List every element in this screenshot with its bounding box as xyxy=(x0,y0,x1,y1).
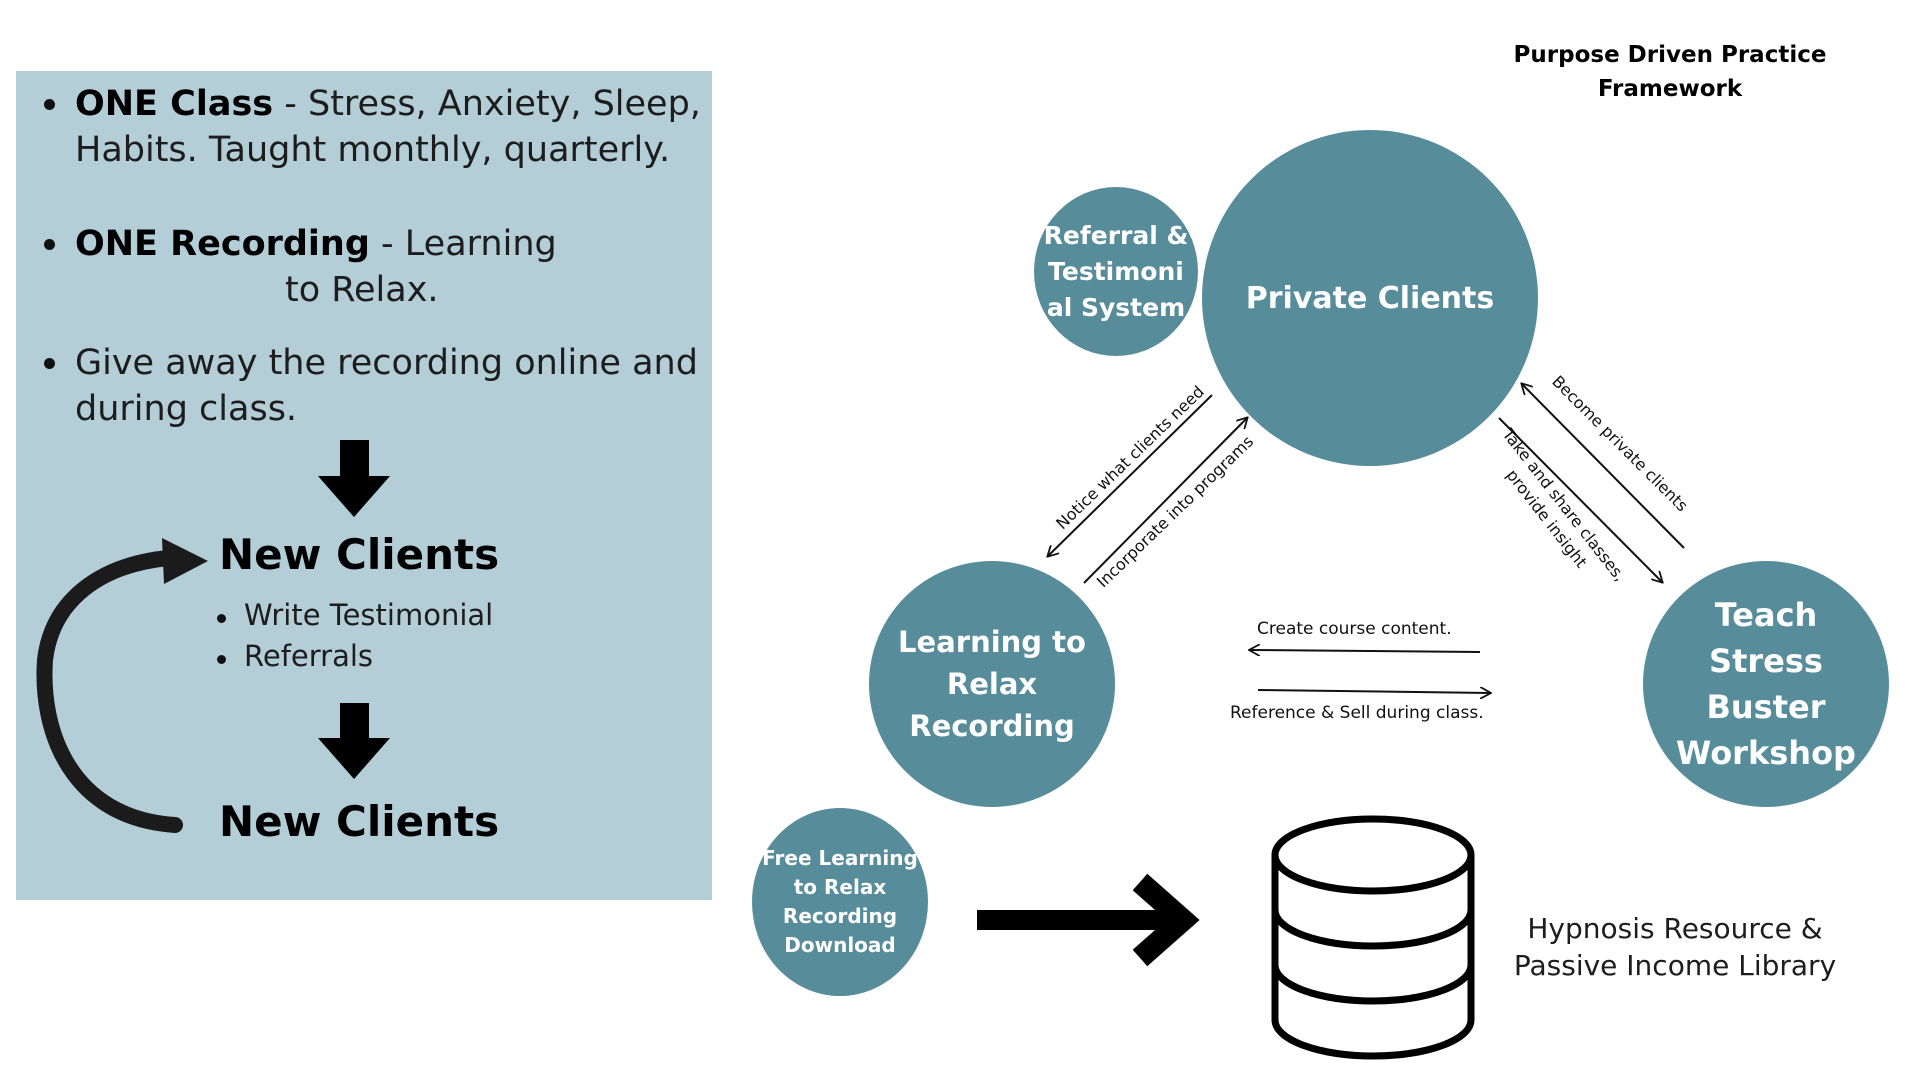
free-line3: Recording xyxy=(782,904,898,928)
down-arrow-icon xyxy=(318,440,390,517)
arrow-notice xyxy=(1048,394,1213,556)
teach-line2: Stress xyxy=(1709,642,1823,680)
free-line4: Download xyxy=(784,933,896,957)
arrow-incorporate xyxy=(1083,418,1247,584)
node-private-clients-label: Private Clients xyxy=(1245,280,1495,316)
referral-line3: al System xyxy=(1046,292,1186,322)
bullet-icon xyxy=(44,99,55,110)
free-line2: to Relax xyxy=(793,875,887,899)
loop-arrow-icon xyxy=(36,538,208,833)
new-clients-heading-2: New Clients xyxy=(219,797,500,846)
teach-line1: Teach xyxy=(1714,596,1818,634)
node-free-download: Free Learning to Relax Recording Downloa… xyxy=(752,808,928,996)
node-referral-system: Referral & Testimoni al System xyxy=(1034,187,1198,356)
referral-line1: Referral & xyxy=(1043,220,1189,250)
referral-line2: Testimoni xyxy=(1048,256,1184,286)
bullet-icon xyxy=(217,655,226,664)
arrow-become xyxy=(1522,384,1685,549)
new-clients-heading: New Clients xyxy=(219,530,500,579)
bullet-icon xyxy=(44,239,55,250)
arrow-take xyxy=(1498,417,1662,582)
title-line2: Framework xyxy=(1597,76,1743,102)
edge-label-reference: Reference & Sell during class. xyxy=(1230,703,1484,723)
node-teach-workshop: Teach Stress Buster Workshop xyxy=(1643,561,1889,807)
arrow-reference xyxy=(1257,690,1490,693)
item2-bold: ONE Recording xyxy=(75,224,370,264)
title-line1: Purpose Driven Practice xyxy=(1513,42,1827,68)
sub-item-testimonial: Write Testimonial xyxy=(244,598,494,632)
teach-line4: Workshop xyxy=(1676,734,1856,772)
library-line1: Hypnosis Resource & xyxy=(1527,912,1823,945)
down-arrow-icon xyxy=(318,703,390,779)
item1-line1: ONE Class - Stress, Anxiety, Sleep, xyxy=(75,81,701,127)
node-learning-recording: Learning to Relax Recording xyxy=(869,561,1115,807)
item1-bold: ONE Class xyxy=(75,84,274,124)
bullet-icon xyxy=(217,614,226,623)
node-private-clients: Private Clients xyxy=(1202,130,1538,466)
item1-line2: Habits. Taught monthly, quarterly. xyxy=(75,130,671,170)
item2-rest: - Learning xyxy=(369,224,557,264)
free-line1: Free Learning xyxy=(762,846,918,870)
framework-title: Purpose Driven Practice Framework xyxy=(1480,38,1860,106)
database-icon xyxy=(1271,815,1475,1060)
library-label: Hypnosis Resource & Passive Income Libra… xyxy=(1480,910,1870,984)
right-arrow-icon xyxy=(977,873,1200,967)
learning-line2: Relax xyxy=(946,667,1038,701)
bullet-icon xyxy=(44,358,55,369)
learning-line1: Learning to xyxy=(898,625,1086,659)
item2-line1: ONE Recording - Learning xyxy=(75,221,557,267)
sub-item-referrals: Referrals xyxy=(244,639,374,673)
item3-line1: Give away the recording online and xyxy=(75,343,698,383)
teach-line3: Buster xyxy=(1706,688,1826,726)
library-line2: Passive Income Library xyxy=(1513,949,1837,982)
learning-line3: Recording xyxy=(909,709,1075,743)
item3-line2: during class. xyxy=(75,389,298,429)
item1-rest: - Stress, Anxiety, Sleep, xyxy=(273,84,701,124)
item2-line2: to Relax. xyxy=(285,270,439,310)
edge-label-create: Create course content. xyxy=(1257,619,1452,639)
arrow-create xyxy=(1250,650,1481,652)
